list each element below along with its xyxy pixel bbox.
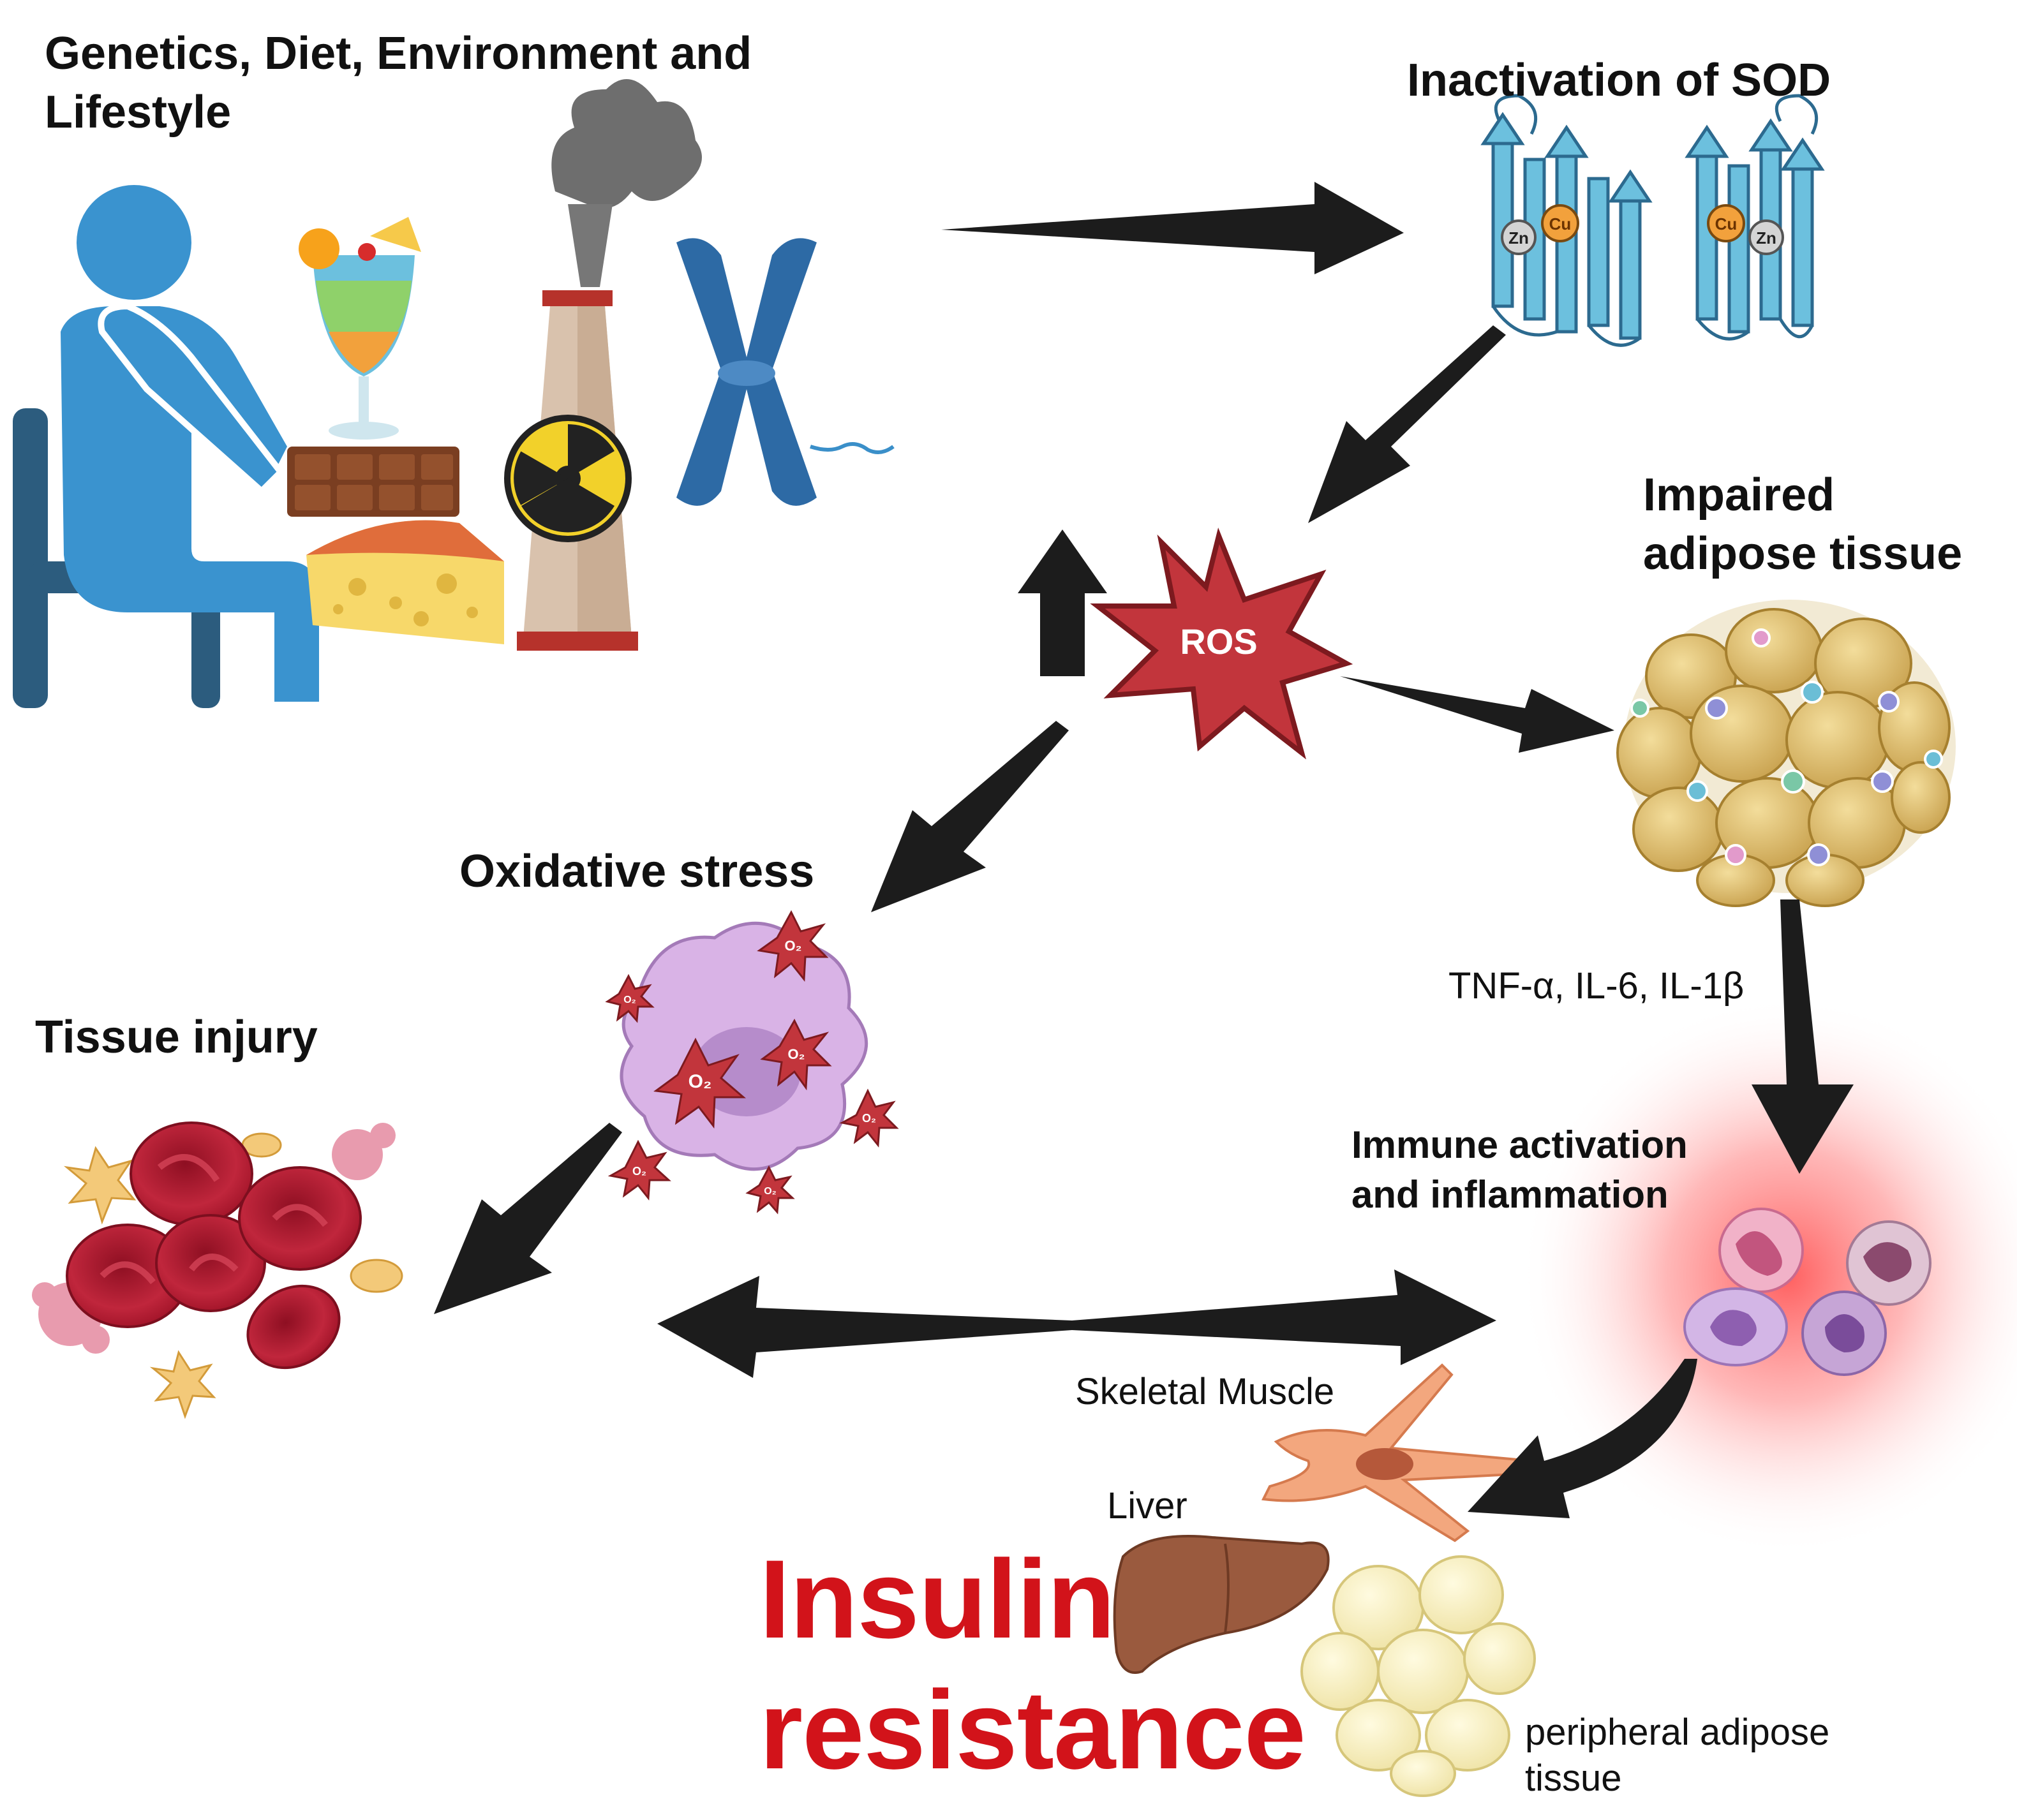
cheese-icon xyxy=(306,520,504,644)
label-sod: Inactivation of SOD xyxy=(1407,55,1831,106)
label-peripheral-adipose: peripheral adipose tissue xyxy=(1525,1712,1830,1799)
arrow-oxidative-to-injury xyxy=(434,1123,622,1314)
radiation-icon xyxy=(504,415,632,542)
zn-label-left: Zn xyxy=(1508,228,1529,248)
cocktail-icon xyxy=(299,217,421,440)
o2-label-4: O₂ xyxy=(688,1071,712,1092)
immune-cells-icon xyxy=(1683,1208,1931,1376)
zn-label-right: Zn xyxy=(1756,228,1776,248)
label-skeletal-muscle: Skeletal Muscle xyxy=(1075,1371,1335,1412)
smokestack-icon xyxy=(517,79,702,651)
o2-label-5: O₂ xyxy=(862,1112,876,1125)
arrow-causes-to-sod xyxy=(941,182,1404,274)
chromosome-icon xyxy=(676,238,895,506)
o2-label-1: O₂ xyxy=(785,938,802,954)
ros-burst-icon: ROS xyxy=(1090,528,1353,760)
o2-label-3: O₂ xyxy=(788,1046,805,1062)
arrow-ros-to-oxidative xyxy=(871,721,1069,912)
oxidative-cell-icon: O₂ O₂ O₂ O₂ O₂ O₂ O₂ xyxy=(605,910,899,1215)
o2-label-2: O₂ xyxy=(623,995,636,1005)
label-cytokines: TNF-α, IL-6, IL-1β xyxy=(1448,965,1745,1007)
label-tissue-injury: Tissue injury xyxy=(35,1012,318,1063)
label-genetics: Genetics, Diet, Environment and Lifestyl… xyxy=(45,28,752,138)
label-impaired-adipose: Impaired adipose tissue xyxy=(1643,470,1963,579)
increase-arrow-icon xyxy=(1018,529,1107,676)
label-oxidative-stress: Oxidative stress xyxy=(459,846,815,897)
cu-label-right: Cu xyxy=(1715,214,1738,233)
label-insulin-resistance: Insulin resistance xyxy=(759,1537,1306,1793)
red-blood-cells-icon xyxy=(32,1121,403,1419)
o2-label-7: O₂ xyxy=(764,1186,777,1197)
label-liver: Liver xyxy=(1107,1485,1187,1527)
person-at-table-icon xyxy=(13,185,319,708)
arrow-injury-immune-double xyxy=(657,1269,1496,1378)
arrow-immune-to-insulin xyxy=(1468,1359,1697,1518)
cu-label-left: Cu xyxy=(1549,214,1572,233)
o2-label-6: O₂ xyxy=(632,1165,646,1178)
arrow-ros-to-adipose xyxy=(1340,676,1614,753)
adipose-tissue-icon xyxy=(1616,600,1956,907)
peripheral-adipose-icon xyxy=(1300,1555,1536,1797)
label-immune-activation: Immune activation and inflammation xyxy=(1351,1123,1688,1216)
arrows xyxy=(434,182,1854,1518)
arrow-adipose-to-immune xyxy=(1752,899,1854,1174)
chocolate-icon xyxy=(287,447,459,517)
arrow-sod-to-ros xyxy=(1308,325,1506,523)
liver-icon xyxy=(1113,1535,1330,1674)
sod-metal-ions: Zn Cu Cu Zn xyxy=(1501,204,1784,255)
muscle-cell-icon xyxy=(1261,1363,1534,1543)
ros-label: ROS xyxy=(1180,621,1257,662)
